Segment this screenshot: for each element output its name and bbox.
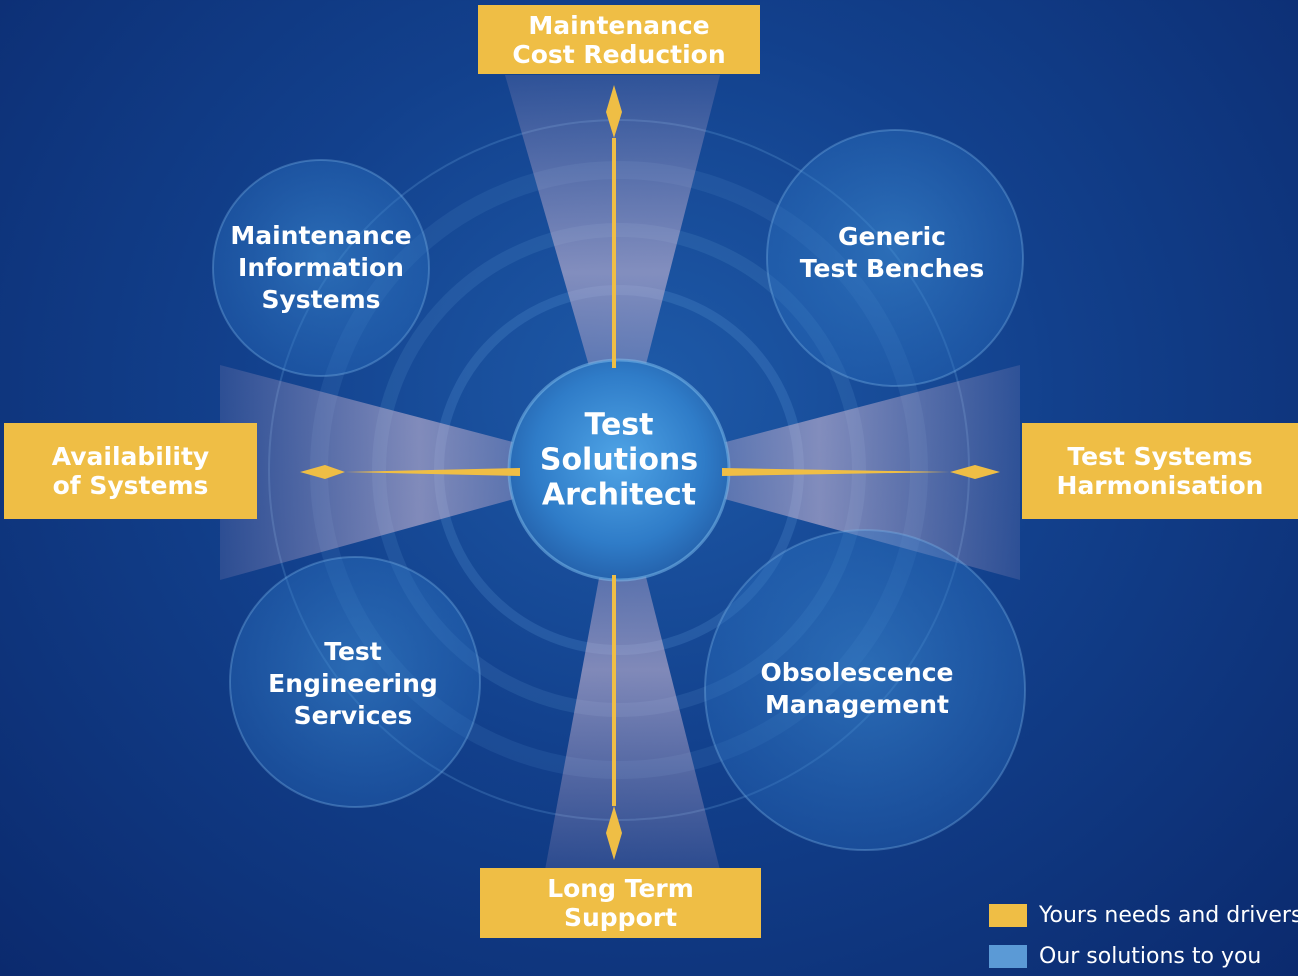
bubble-generic-test-benches	[766, 129, 1024, 387]
need-box-maintenance-cost-reduction: Maintenance Cost Reduction	[478, 5, 760, 74]
arrow-right	[950, 465, 1000, 479]
golden-arrows	[300, 85, 1000, 860]
arrow-down	[606, 806, 622, 860]
legend-item-solutions: Our solutions to you	[989, 944, 1261, 969]
need-box-long-term-support: Long Term Support	[480, 868, 761, 938]
arrow-left	[300, 465, 345, 479]
solution-label-obsolescence-management: Obsolescence Management	[760, 658, 954, 719]
bubble-maintenance-information-systems	[212, 159, 430, 377]
legend-label-needs: Yours needs and drivers	[1039, 903, 1298, 928]
solution-label-test-engineering-services: Test Engineering Services	[268, 637, 438, 730]
center-label: Test Solutions Architect	[539, 407, 699, 513]
solution-label-maintenance-information-systems: Maintenance Information Systems	[230, 221, 412, 314]
solution-bubbles	[212, 129, 1026, 851]
solution-label-generic-test-benches: Generic Test Benches	[799, 222, 985, 283]
arrow-up	[606, 85, 622, 138]
legend-swatch-solutions	[989, 945, 1027, 968]
bubble-test-engineering-services	[229, 556, 481, 808]
need-box-availability-of-systems: Availability of Systems	[4, 423, 257, 519]
bubble-obsolescence-management	[704, 529, 1026, 851]
legend-item-needs: Yours needs and drivers	[989, 903, 1298, 928]
legend-swatch-needs	[989, 904, 1027, 927]
need-box-test-systems-harmonisation: Test Systems Harmonisation	[1022, 423, 1298, 519]
legend-label-solutions: Our solutions to you	[1039, 944, 1262, 969]
